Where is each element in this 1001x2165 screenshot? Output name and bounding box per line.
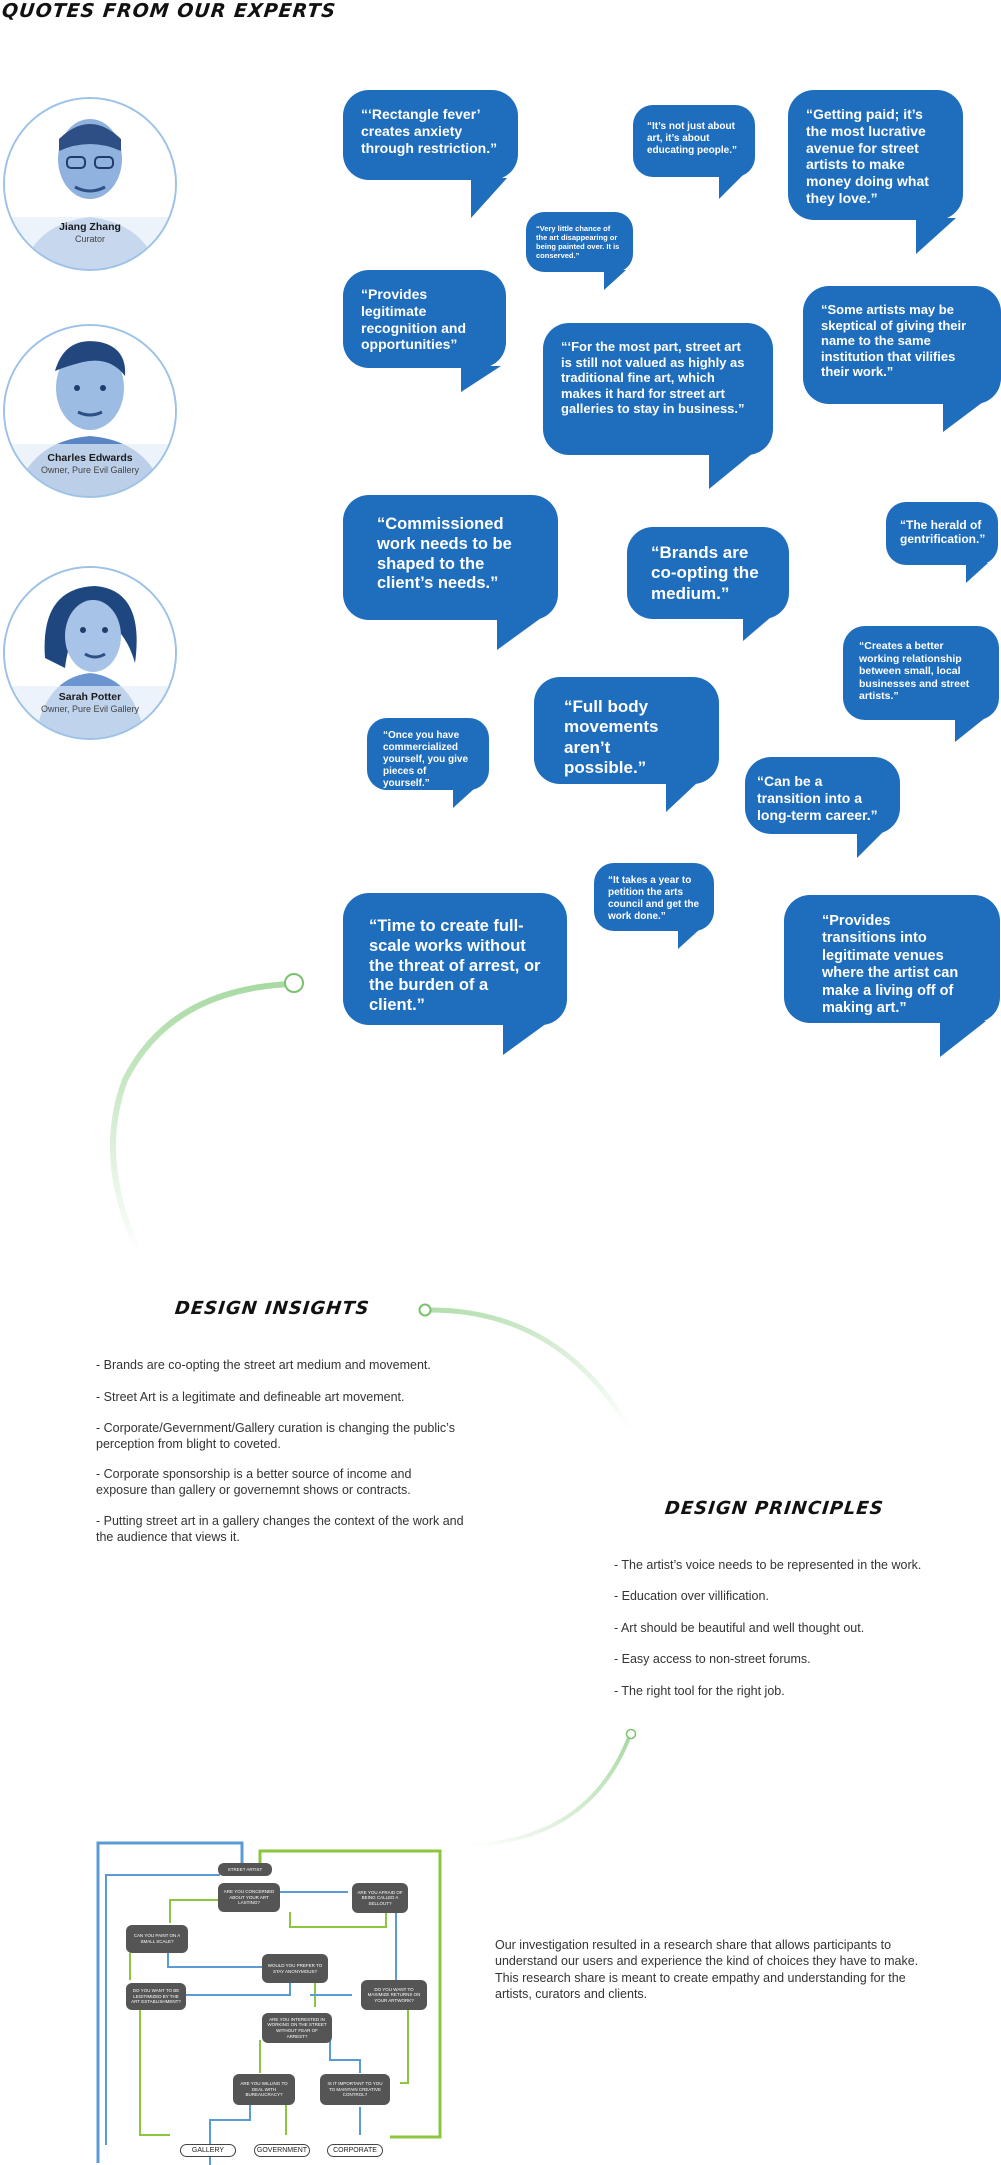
quote-bubble: “It’s not just about art, it’s about edu… xyxy=(633,105,755,199)
avatar xyxy=(5,99,175,269)
quote-text: “Some artists may be skeptical of giving… xyxy=(821,302,967,380)
quote-bubble: “Very little chance of the art disappear… xyxy=(526,212,633,290)
flowchart-question: DO YOU WANT TO BE LEGITIMIZED BY THE ART… xyxy=(126,1983,186,2010)
quote-bubble: “Some artists may be skeptical of giving… xyxy=(803,286,1001,432)
quote-bubble: “‘Rectangle fever’ creates anxiety throu… xyxy=(343,90,518,218)
quote-text: “Creates a better working relationship b… xyxy=(859,640,970,703)
quote-text: “Provides legitimate recognition and opp… xyxy=(361,286,466,353)
principles-title: DESIGN PRINCIPLES xyxy=(663,1498,885,1519)
expert-role: Owner, Pure Evil Gallery xyxy=(40,465,140,475)
quote-bubble: “The herald of gentrification.” xyxy=(886,502,998,583)
quote-text: “Commissioned work needs to be shaped to… xyxy=(377,515,512,593)
flowchart-question: ARE YOU INTERESTED IN WORKING ON THE STR… xyxy=(262,2013,332,2043)
flowchart-outcome-corporate: CORPORATE xyxy=(327,2144,383,2157)
flowchart-question: ARE YOU CONCERNED ABOUT YOUR ART LASTING… xyxy=(218,1883,280,1912)
quote-bubble: “‘For the most part, street art is still… xyxy=(543,323,773,489)
insight-item: - Corporate/Gevernment/Gallery curation … xyxy=(96,1421,455,1452)
quote-bubble: “Provides legitimate recognition and opp… xyxy=(343,270,506,392)
expert-card-jiang-zhang: Jiang Zhang Curator xyxy=(3,97,177,271)
quote-bubble: “Provides transitions into legitimate ve… xyxy=(784,895,1000,1057)
principle-item: - Easy access to non-street forums. xyxy=(614,1652,811,1666)
quote-bubble: “Commissioned work needs to be shaped to… xyxy=(343,495,558,650)
quote-text: “Brands are co-opting the medium.” xyxy=(651,543,759,603)
flowchart-outcome-gallery: GALLERY xyxy=(180,2144,236,2157)
quote-bubble: “Time to create full-scale works without… xyxy=(343,893,567,1055)
flowchart-question: DO YOU WANT TO MAXIMIZE RETURNS ON YOUR … xyxy=(361,1980,427,2010)
principle-item: - The right tool for the right job. xyxy=(614,1684,785,1698)
decision-flowchart: STREET ARTIST ARE YOU CONCERNED ABOUT YO… xyxy=(90,1835,450,2165)
principle-item: - The artist’s voice needs to be represe… xyxy=(614,1558,922,1572)
insight-item: - Street Art is a legitimate and definea… xyxy=(96,1390,405,1404)
expert-name: Jiang Zhang xyxy=(59,221,121,233)
flowchart-connectors xyxy=(96,1841,442,2165)
quote-text: “Full body movements aren’t possible.” xyxy=(564,697,659,778)
quote-text: “Once you have commercialized yourself, … xyxy=(383,730,469,789)
expert-card-charles-edwards: Charles Edwards Owner, Pure Evil Gallery xyxy=(3,324,177,498)
expert-card-sarah-potter: Sarah Potter Owner, Pure Evil Gallery xyxy=(3,566,177,740)
insight-item: - Putting street art in a gallery change… xyxy=(96,1514,464,1545)
flowchart-question: WOULD YOU PREFER TO STAY ANONYMOUS? xyxy=(262,1954,328,1983)
flowchart-question: ARE YOU AFRAID OF BEING CALLED A SELLOUT… xyxy=(352,1883,408,1913)
quote-text: “The herald of gentrification.” xyxy=(900,518,986,547)
quote-bubble: “Creates a better working relationship b… xyxy=(843,626,999,742)
insight-item: - Corporate sponsorship is a better sour… xyxy=(96,1467,412,1498)
quote-text: “Provides transitions into legitimate ve… xyxy=(822,913,959,1016)
flowchart-question: IS IT IMPORTANT TO YOU TO MAINTAIN CREAT… xyxy=(320,2074,390,2105)
quote-text: “Time to create full-scale works without… xyxy=(369,917,541,1015)
avatar xyxy=(5,326,175,496)
quote-text: “Getting paid; it’s the most lucrative a… xyxy=(806,106,929,206)
research-summary: Our investigation resulted in a research… xyxy=(495,1938,919,2001)
expert-role: Curator xyxy=(74,234,105,244)
quote-bubble: “Getting paid; it’s the most lucrative a… xyxy=(788,90,963,254)
principle-item: - Education over villification. xyxy=(614,1589,769,1603)
expert-name: Charles Edwards xyxy=(47,452,133,464)
quote-bubble: “Full body movements aren’t possible.” xyxy=(534,677,719,812)
expert-role: Owner, Pure Evil Gallery xyxy=(40,704,140,714)
flowchart-start: STREET ARTIST xyxy=(218,1863,272,1876)
quote-text: “Can be a transition into a long-term ca… xyxy=(757,773,878,823)
quote-bubble: “Brands are co-opting the medium.” xyxy=(627,527,789,641)
avatar xyxy=(5,568,175,738)
flowchart-question: CAN YOU PAINT ON A SMALL SCALE? xyxy=(126,1925,188,1953)
quote-text: “It takes a year to petition the arts co… xyxy=(608,875,700,922)
expert-name: Sarah Potter xyxy=(58,691,122,703)
principle-item: - Art should be beautiful and well thoug… xyxy=(614,1621,865,1635)
quote-bubble: “Can be a transition into a long-term ca… xyxy=(745,757,900,858)
flowchart-outcome-government: GOVERNMENT xyxy=(254,2144,310,2157)
quote-text: “‘For the most part, street art is still… xyxy=(561,339,745,417)
insight-item: - Brands are co-opting the street art me… xyxy=(96,1358,431,1372)
quote-text: “It’s not just about art, it’s about edu… xyxy=(647,121,738,156)
insights-title: DESIGN INSIGHTS xyxy=(173,1298,371,1319)
quote-text: “‘Rectangle fever’ creates anxiety throu… xyxy=(361,106,498,156)
flowchart-question: ARE YOU WILLING TO DEAL WITH BUREAUCRACY… xyxy=(233,2074,295,2105)
quote-bubble: “It takes a year to petition the arts co… xyxy=(594,863,714,949)
quote-bubble: “Once you have commercialized yourself, … xyxy=(367,718,489,808)
quote-text: “Very little chance of the art disappear… xyxy=(536,224,620,260)
